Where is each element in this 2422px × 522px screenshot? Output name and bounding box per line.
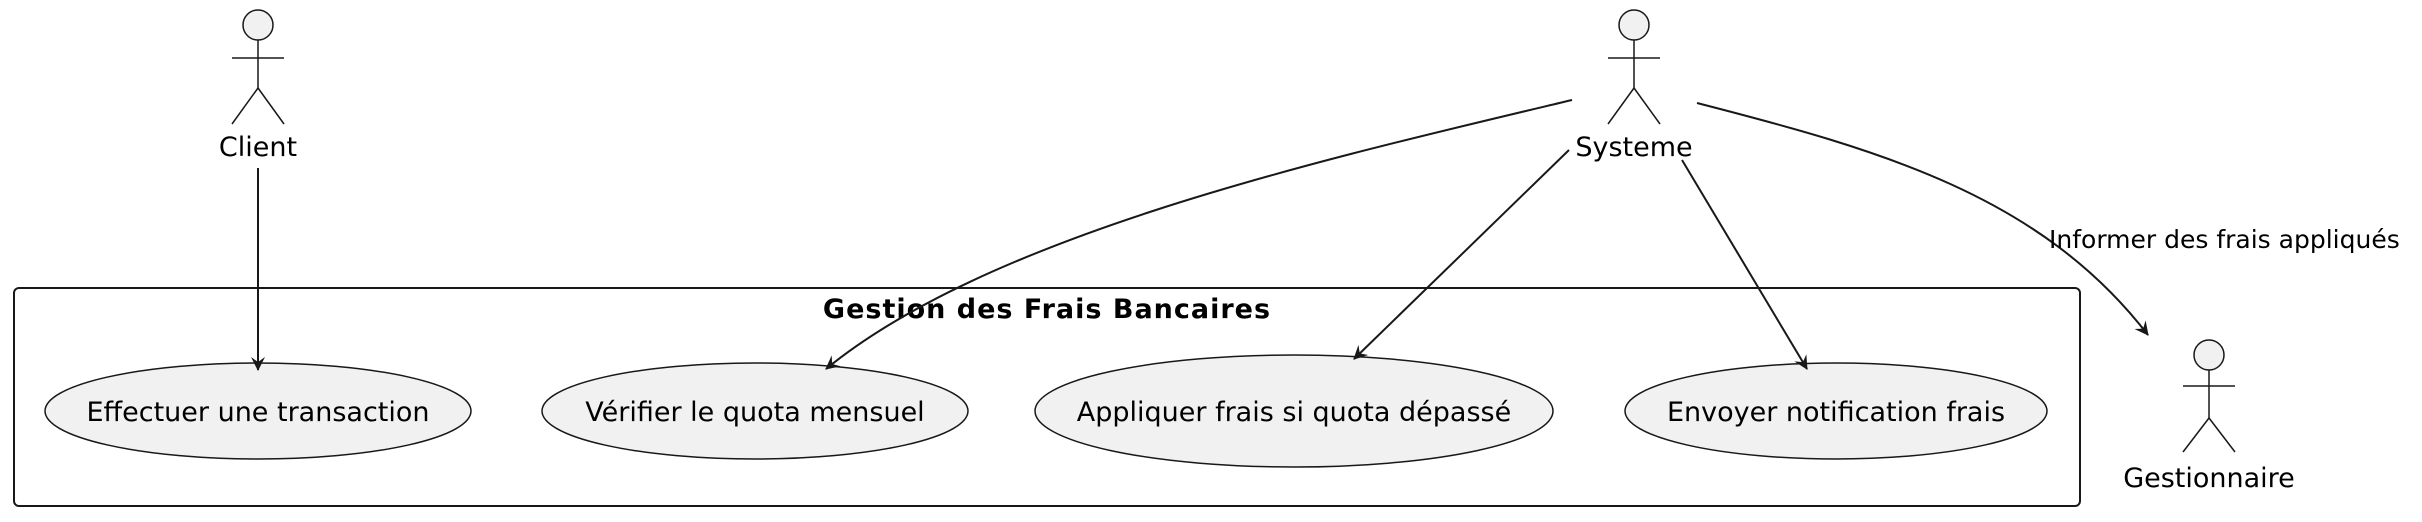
actor-systeme[interactable]: Systeme bbox=[1575, 9, 1693, 163]
stick-figure-icon bbox=[1607, 9, 1661, 125]
use-case-verifier-quota[interactable]: Vérifier le quota mensuel bbox=[541, 362, 969, 460]
actor-label: Gestionnaire bbox=[2123, 463, 2295, 494]
edge-systeme-appliquer-frais bbox=[1353, 149, 1570, 360]
associations bbox=[251, 99, 2149, 371]
use-case-label: Envoyer notification frais bbox=[1667, 397, 2005, 428]
use-case-label: Effectuer une transaction bbox=[86, 397, 429, 428]
edge-systeme-envoyer-notification bbox=[1681, 159, 1808, 370]
edge-systeme-verifier-quota bbox=[825, 99, 1573, 370]
use-case-shape bbox=[1034, 354, 1554, 468]
edge-systeme-gestionnaire bbox=[1696, 102, 2149, 336]
use-case-shape bbox=[541, 362, 969, 460]
use-case-shape bbox=[1624, 362, 2048, 460]
actor-gestionnaire[interactable]: Gestionnaire bbox=[2123, 339, 2295, 494]
use-case-appliquer-frais[interactable]: Appliquer frais si quota dépassé bbox=[1034, 354, 1554, 468]
use-case-envoyer-notification[interactable]: Envoyer notification frais bbox=[1624, 362, 2048, 460]
stick-figure-icon bbox=[231, 9, 285, 125]
stick-figure-icon bbox=[2182, 339, 2236, 453]
actor-label: Client bbox=[219, 132, 297, 163]
use-case-effectuer-transaction[interactable]: Effectuer une transaction bbox=[44, 362, 472, 460]
system-title: Gestion des Frais Bancaires bbox=[823, 294, 1271, 325]
edge-label-informer-frais: Informer des frais appliqués bbox=[2049, 225, 2400, 254]
actor-label: Systeme bbox=[1575, 132, 1692, 163]
actor-client[interactable]: Client bbox=[219, 9, 297, 163]
use-case-label: Vérifier le quota mensuel bbox=[585, 397, 924, 428]
use-case-label: Appliquer frais si quota dépassé bbox=[1077, 397, 1511, 428]
